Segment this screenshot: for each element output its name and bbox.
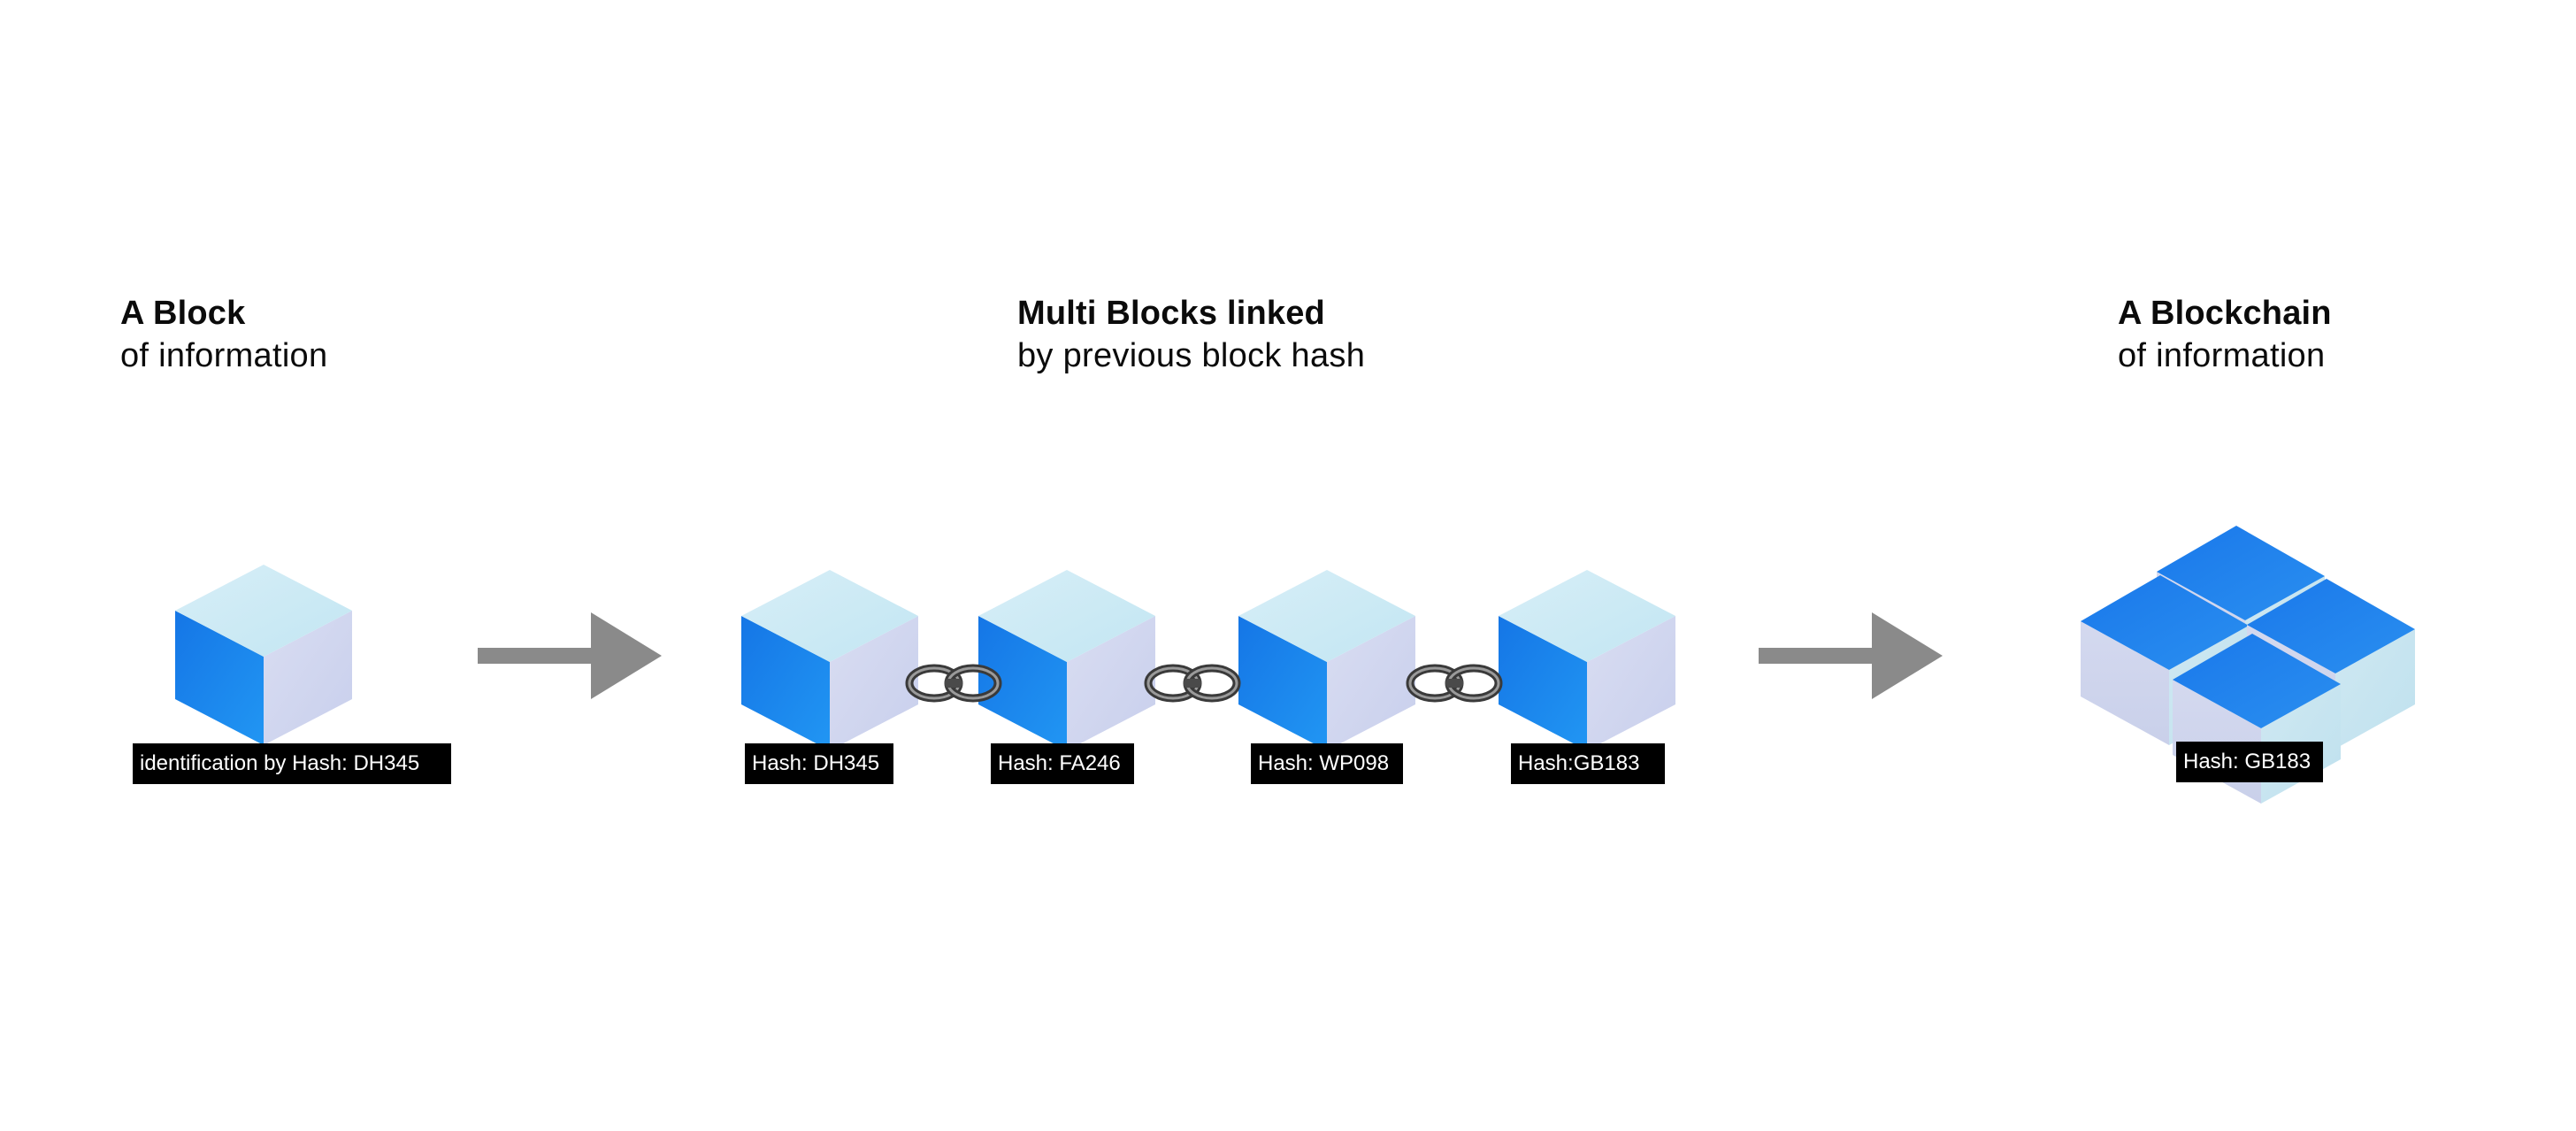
chain-link-icon bbox=[1410, 668, 1499, 698]
cube-icon bbox=[1238, 570, 1415, 750]
cube-icon bbox=[1499, 570, 1675, 750]
heading-block-title: A Block bbox=[120, 295, 246, 332]
heading-chain-title: A Blockchain bbox=[2118, 295, 2332, 332]
heading-linked-title: Multi Blocks linked bbox=[1017, 295, 1325, 332]
chain-link-icon bbox=[1148, 668, 1237, 698]
heading-linked: Multi Blocks linked by previous block ha… bbox=[1017, 292, 1365, 377]
arrow-right-icon bbox=[478, 612, 662, 699]
arrow-right-icon bbox=[1759, 612, 1943, 699]
hash-label-linked-4: Hash:GB183 bbox=[1511, 743, 1665, 784]
hash-label-single: identification by Hash: DH345 bbox=[133, 743, 451, 784]
heading-chain: A Blockchain of information bbox=[2118, 292, 2332, 377]
hash-label-linked-1: Hash: DH345 bbox=[745, 743, 893, 784]
cube-icon bbox=[741, 570, 918, 750]
hash-label-blockchain: Hash: GB183 bbox=[2176, 742, 2323, 782]
heading-block-subtitle: of information bbox=[120, 337, 328, 374]
cube-icon bbox=[978, 570, 1155, 750]
hash-label-linked-2: Hash: FA246 bbox=[991, 743, 1134, 784]
heading-block: A Block of information bbox=[120, 292, 327, 377]
heading-chain-subtitle: of information bbox=[2118, 337, 2326, 374]
hash-label-linked-3: Hash: WP098 bbox=[1251, 743, 1403, 784]
heading-linked-subtitle: by previous block hash bbox=[1017, 337, 1366, 374]
cube-icon bbox=[175, 565, 352, 745]
